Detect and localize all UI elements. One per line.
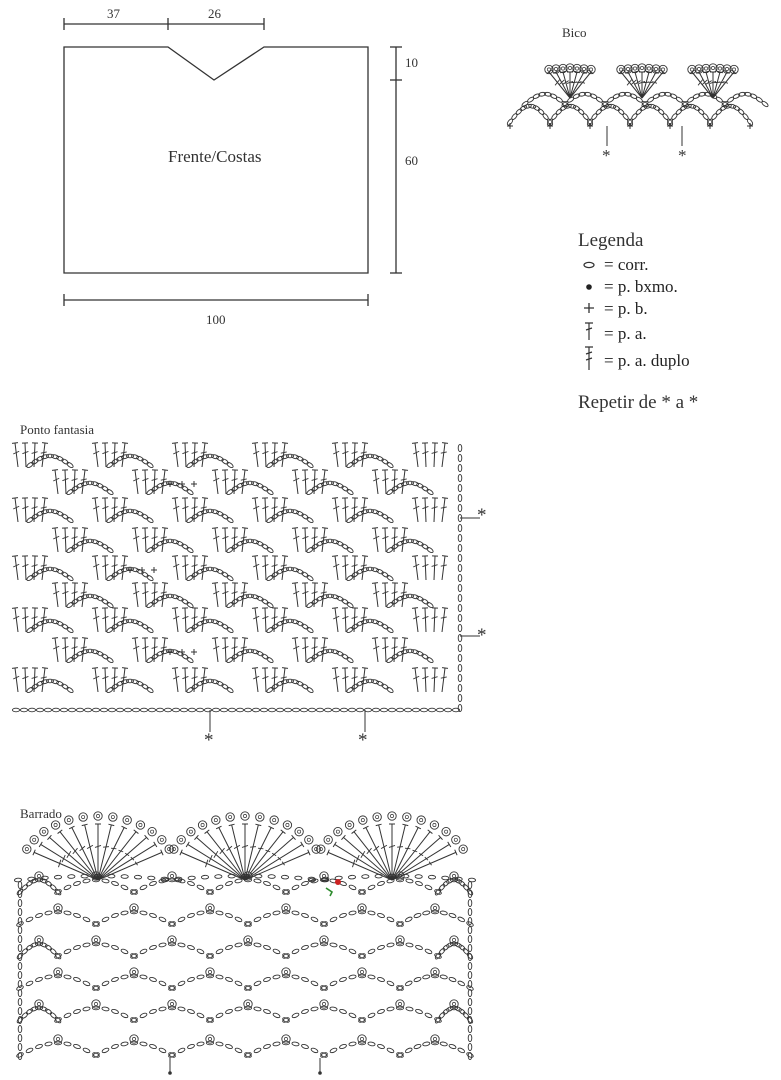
bico-repeat-marker-left: *: [602, 146, 611, 165]
double-crochet-icon: [580, 321, 598, 346]
dim-label-60: 60: [405, 153, 418, 168]
legend-item-label: = p. a.: [604, 323, 647, 343]
pf-repeat-marker-col-left: *: [204, 730, 214, 751]
legend-item-label: = corr.: [604, 255, 649, 274]
chain-oval-icon: [580, 255, 598, 275]
bico-title: Bico: [562, 25, 587, 40]
legend-item-treble: = p. a. duplo: [580, 345, 690, 376]
single-crochet-plus-icon: [580, 299, 598, 319]
dim-label-37: 37: [107, 6, 120, 21]
pf-repeat-marker-col-right: *: [358, 730, 368, 751]
pf-repeat-marker-row-top: *: [477, 505, 487, 526]
dim-label-10: 10: [405, 55, 418, 70]
dim-label-26: 26: [208, 6, 221, 21]
legend-item-chain: = corr.: [580, 255, 649, 275]
panel-label: Frente/Costas: [168, 147, 262, 166]
repeat-note: Repetir de * a *: [578, 392, 699, 413]
legend-item-label: = p. a. duplo: [604, 350, 690, 370]
legend-item-label: = p. bxmo.: [604, 277, 678, 296]
legend-item-double: = p. a.: [580, 321, 647, 346]
barrado-title: Barrado: [20, 806, 62, 821]
bico-repeat-marker-right: *: [678, 146, 687, 165]
dim-label-100: 100: [206, 312, 226, 327]
ponto-fantasia-title: Ponto fantasia: [20, 422, 95, 437]
treble-crochet-icon: [580, 345, 598, 376]
legend-item-single: = p. b.: [580, 299, 648, 319]
legend-title: Legenda: [578, 230, 644, 251]
legend-item-slip: = p. bxmo.: [580, 277, 678, 297]
panel-outline: [63, 46, 369, 274]
legend-item-label: = p. b.: [604, 299, 648, 318]
slip-stitch-dot-icon: [580, 277, 598, 297]
pf-repeat-marker-row-bottom: *: [477, 625, 487, 646]
